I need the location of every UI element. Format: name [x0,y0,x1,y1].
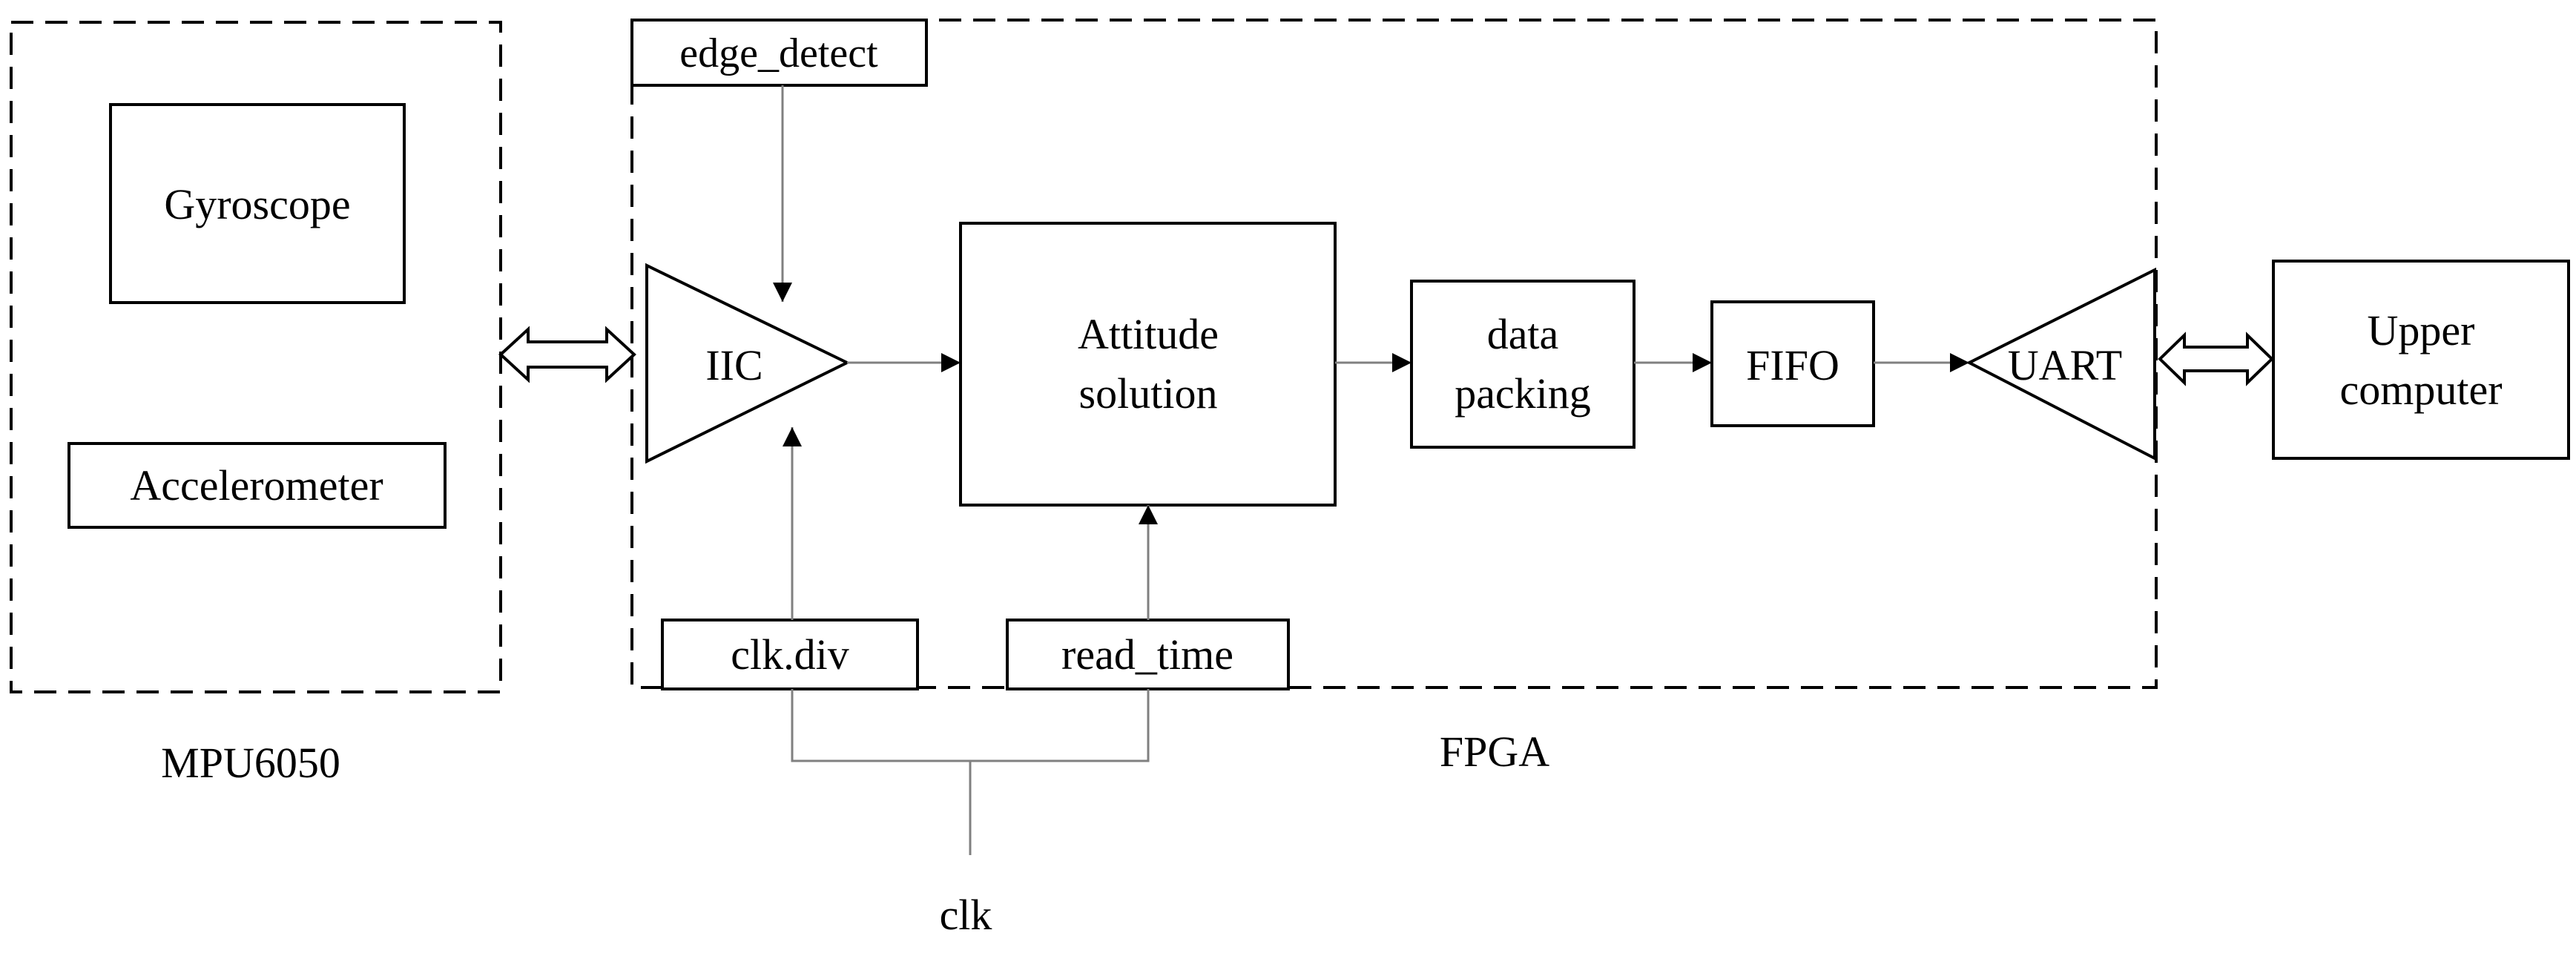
clk-label: clk [940,891,992,939]
accelerometer-label: Accelerometer [130,461,383,510]
fpga-group [630,19,2158,689]
upper-computer-block: Upper computer [2272,260,2570,460]
upper-computer-label-line1: Upper [2368,306,2475,355]
data-packing-block: data packing [1410,280,1635,449]
attitude-solution-block: Attitude solution [959,222,1337,507]
clk-div-block: clk.div [661,619,919,690]
fifo-block: FIFO [1710,300,1875,427]
fpga-label: FPGA [1440,728,1549,776]
edge-detect-label: edge_detect [679,30,878,76]
gyroscope-block: Gyroscope [109,103,406,304]
upper-computer-label-line2: computer [2339,366,2502,414]
mpu-iic-bidirectional-arrow [498,326,636,383]
iic-label: IIC [705,341,762,389]
uart-label: UART [2008,341,2122,389]
iic-block: IIC [645,263,851,464]
clk-div-label: clk.div [731,630,849,679]
data-packing-label-line1: data [1487,310,1559,358]
clk-distribution-line [791,689,1150,762]
mpu6050-label: MPU6050 [161,739,340,787]
fifo-label: FIFO [1746,341,1839,389]
uart-block: UART [1966,267,2156,461]
read-time-block: read_time [1006,619,1290,690]
uart-upper-bidirectional-arrow [2158,332,2274,386]
attitude-label-line1: Attitude [1078,310,1219,358]
read-time-label: read_time [1061,630,1233,679]
edge-detect-block: edge_detect [630,19,928,87]
data-packing-label-line2: packing [1455,369,1591,418]
accelerometer-block: Accelerometer [67,442,447,529]
attitude-label-line2: solution [1079,369,1218,418]
mpu6050-group [10,21,502,693]
gyroscope-label: Gyroscope [164,180,350,228]
